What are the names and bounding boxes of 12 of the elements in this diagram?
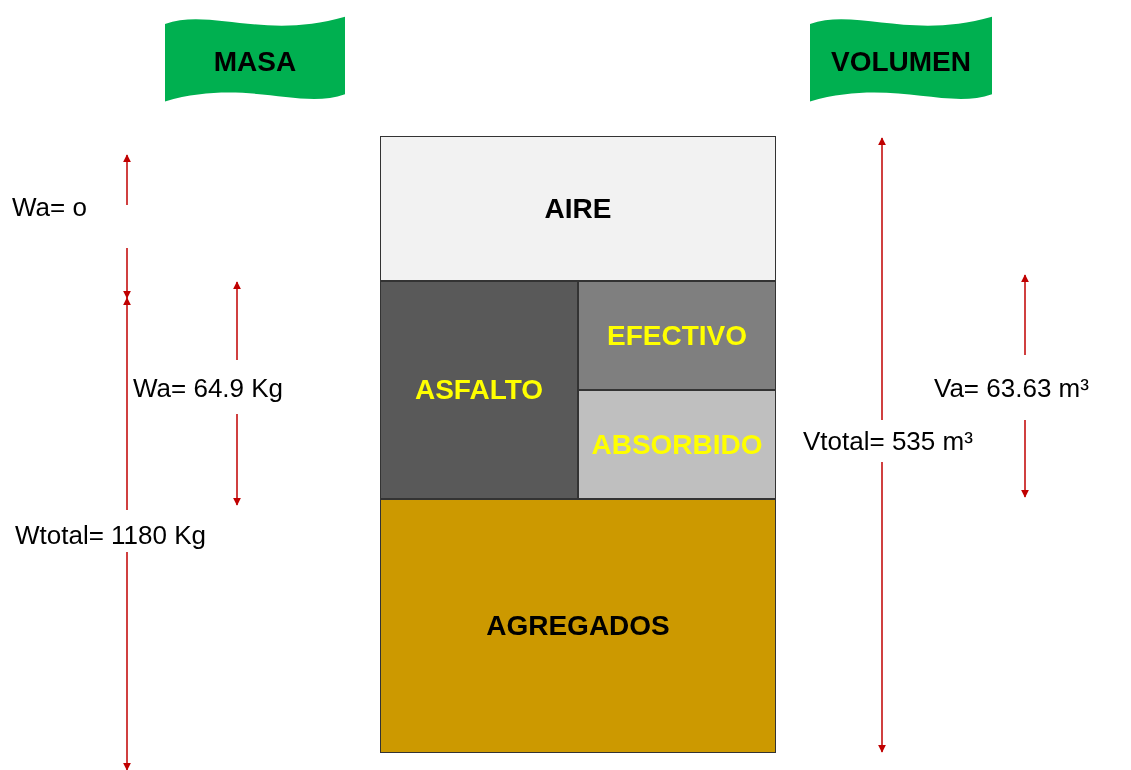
phase-label: ABSORBIDO bbox=[591, 428, 763, 461]
banner-title: VOLUMEN bbox=[831, 46, 971, 78]
phase-box bbox=[578, 281, 776, 390]
banner-title: MASA bbox=[213, 46, 297, 78]
phase-box bbox=[578, 390, 776, 499]
phase-label: EFECTIVO bbox=[607, 319, 747, 352]
phase-box bbox=[380, 281, 578, 499]
phase-box bbox=[380, 136, 776, 281]
phase-label: ASFALTO bbox=[414, 374, 544, 406]
phase-label: AIRE bbox=[544, 192, 612, 225]
phase-label: AGREGADOS bbox=[486, 610, 670, 642]
phase-box bbox=[380, 499, 776, 753]
